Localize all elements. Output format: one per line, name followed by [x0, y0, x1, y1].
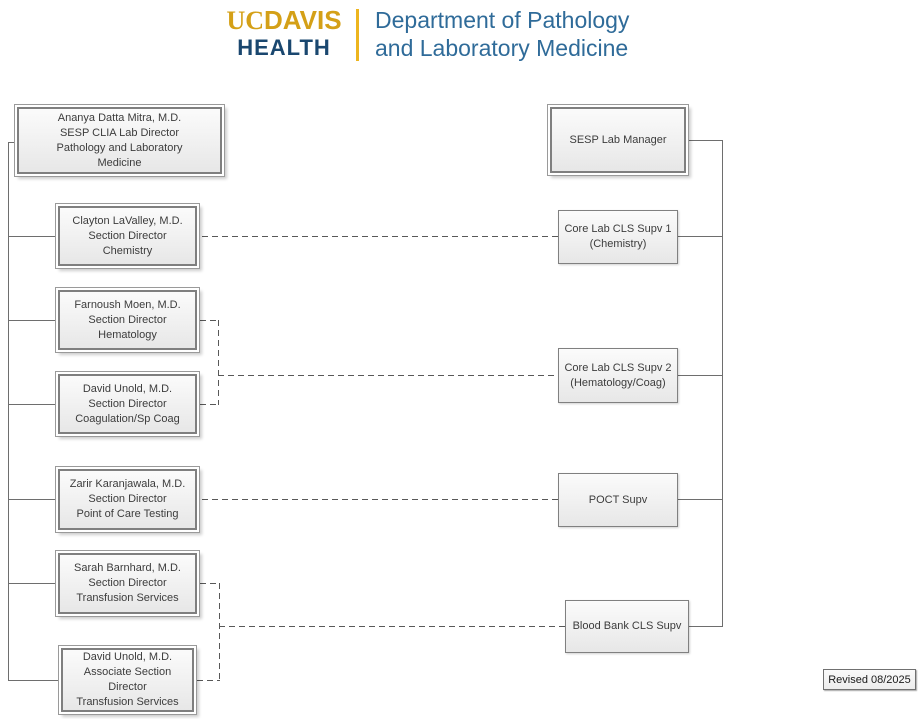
node-sesp-lab-manager: SESP Lab Manager: [550, 107, 686, 173]
connector-branch-chemistry: [8, 236, 58, 237]
connector-bloodbank-stub: [689, 626, 722, 627]
node-core-lab-cls-supv-2: Core Lab CLS Supv 2 (Hematology/Coag): [558, 348, 678, 403]
dashed-assoc-transfusion-stub: [197, 680, 220, 681]
connector-corelab1-stub: [678, 236, 722, 237]
ucdavis-health-logo: UCDAVIS HEALTH: [226, 7, 342, 59]
node-blood-bank-cls-supv: Blood Bank CLS Supv: [565, 600, 689, 653]
node-section-director-poct: Zarir Karanjawala, M.D. Section Director…: [58, 469, 197, 530]
dashed-coagulation-stub: [200, 404, 219, 405]
connector-branch-hematology: [8, 320, 58, 321]
logo-divider: [356, 9, 359, 61]
node-section-director-transfusion: Sarah Barnhard, M.D. Section Director Tr…: [58, 553, 197, 614]
connector-corelab2-stub: [678, 375, 722, 376]
connector-branch-assoc-transfusion: [8, 680, 61, 681]
node-section-director-chemistry: Clayton LaValley, M.D. Section Director …: [58, 206, 197, 266]
node-section-director-coagulation: David Unold, M.D. Section Director Coagu…: [58, 374, 197, 434]
connector-branch-coagulation: [8, 404, 58, 405]
connector-poctsupv-stub: [678, 499, 722, 500]
dashed-hematology-stub: [200, 320, 219, 321]
dashed-transfusion-bracket: [219, 583, 220, 680]
logo-davis-text: DAVIS: [264, 5, 342, 35]
connector-left-trunk: [8, 142, 9, 680]
node-core-lab-cls-supv-1: Core Lab CLS Supv 1 (Chemistry): [558, 210, 678, 264]
node-poct-supv: POCT Supv: [558, 473, 678, 527]
connector-branch-transfusion: [8, 583, 58, 584]
connector-branch-poct: [8, 499, 58, 500]
node-sesp-clia-lab-director: Ananya Datta Mitra, M.D. SESP CLIA Lab D…: [17, 107, 222, 174]
dashed-chemistry-to-corelab1: [202, 236, 558, 237]
node-section-director-hematology: Farnoush Moen, M.D. Section Director Hem…: [58, 290, 197, 350]
connector-sesp-manager-stub: [686, 140, 722, 141]
ucdavis-wordmark: UCDAVIS: [226, 7, 342, 34]
connector-director-stub: [8, 142, 17, 143]
dashed-bracket-to-corelab2: [218, 375, 558, 376]
logo-uc-text: UC: [226, 6, 265, 35]
dashed-hema-coag-bracket: [218, 320, 219, 405]
dashed-transfusion-stub: [200, 583, 220, 584]
dashed-poct-to-poctsupv: [202, 499, 558, 500]
connector-right-trunk: [722, 140, 723, 627]
department-title-line2: and Laboratory Medicine: [375, 35, 629, 61]
dashed-bracket-to-bloodbank: [219, 626, 565, 627]
department-title: Department of Pathology and Laboratory M…: [375, 6, 629, 62]
node-assoc-section-director-transfusion: David Unold, M.D. Associate Section Dire…: [61, 648, 194, 712]
department-title-line1: Department of Pathology: [375, 7, 630, 33]
revised-date-box: Revised 08/2025: [823, 669, 916, 690]
logo-health-text: HEALTH: [237, 35, 331, 60]
